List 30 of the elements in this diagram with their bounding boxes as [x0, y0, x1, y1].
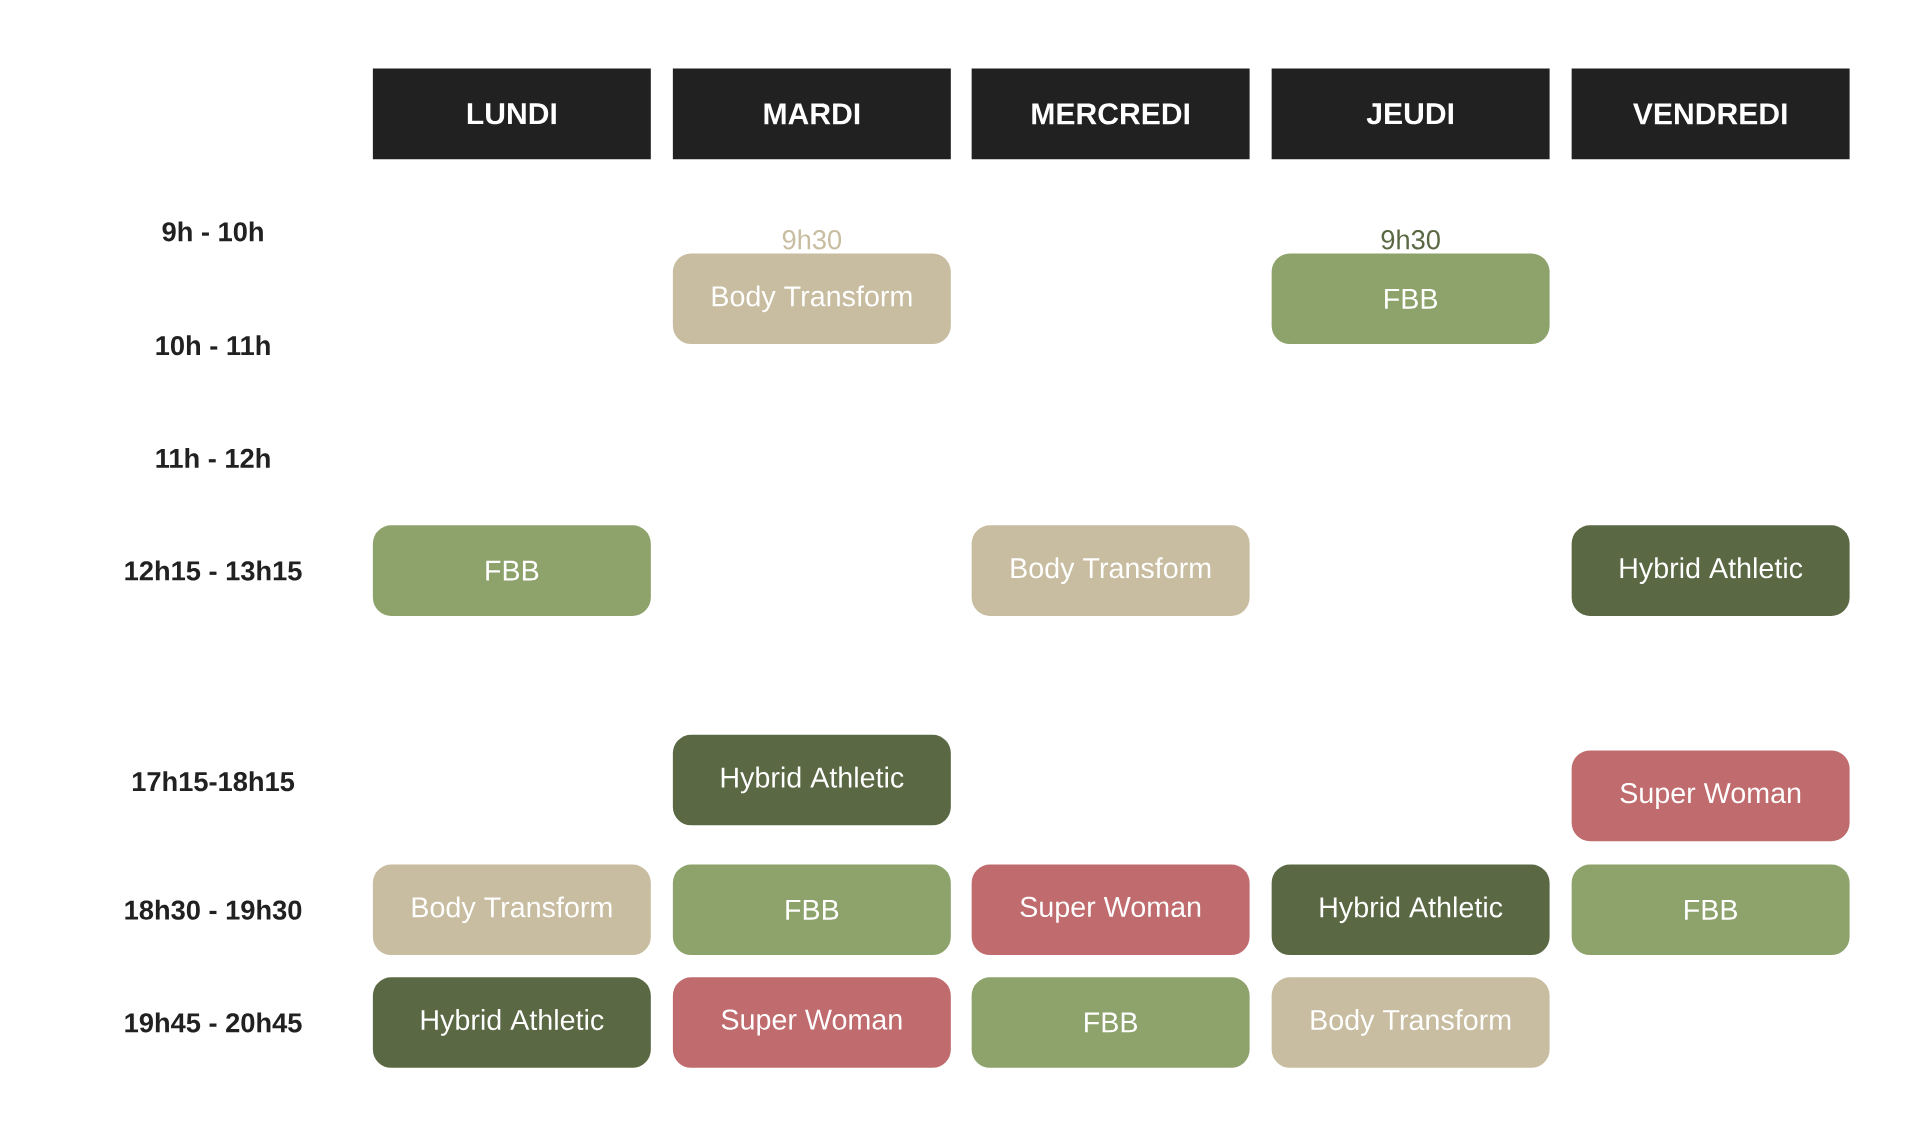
class-box: FBB	[672, 864, 951, 955]
class-box: Hybrid Athletic	[1271, 864, 1550, 955]
class-box: Hybrid Athletic	[372, 976, 651, 1068]
class-box: Body Transform	[672, 253, 951, 344]
time-label: 17h15-18h15	[132, 771, 295, 792]
class-box: FBB	[1571, 864, 1850, 955]
class-box: FBB	[372, 525, 651, 616]
time-label: 19h45 - 20h45	[125, 1012, 302, 1033]
time-note: 9h30	[1381, 229, 1440, 250]
class-box: Hybrid Athletic	[1571, 525, 1850, 616]
day-header: VENDREDI	[1571, 68, 1850, 159]
class-box: Super Woman	[672, 976, 951, 1068]
class-box: Hybrid Athletic	[672, 734, 951, 826]
class-box: FBB	[971, 976, 1250, 1068]
time-label: 12h15 - 13h15	[125, 560, 302, 581]
class-box: Super Woman	[1571, 750, 1850, 842]
day-header: JEUDI	[1271, 68, 1550, 159]
day-header: MARDI	[672, 68, 951, 159]
time-label: 11h - 12h	[156, 447, 270, 468]
time-note: 9h30	[782, 229, 842, 250]
time-label: 10h - 11h	[156, 335, 270, 356]
class-box: Body Transform	[971, 525, 1250, 616]
class-box: Body Transform	[1271, 976, 1550, 1068]
time-label: 18h30 - 19h30	[125, 899, 302, 920]
day-header: MERCREDI	[971, 68, 1250, 159]
time-label: 9h - 10h	[162, 221, 263, 242]
class-box: Super Woman	[971, 864, 1250, 955]
class-box: FBB	[1271, 253, 1550, 344]
class-box: Body Transform	[372, 864, 651, 955]
day-header: LUNDI	[372, 68, 651, 159]
